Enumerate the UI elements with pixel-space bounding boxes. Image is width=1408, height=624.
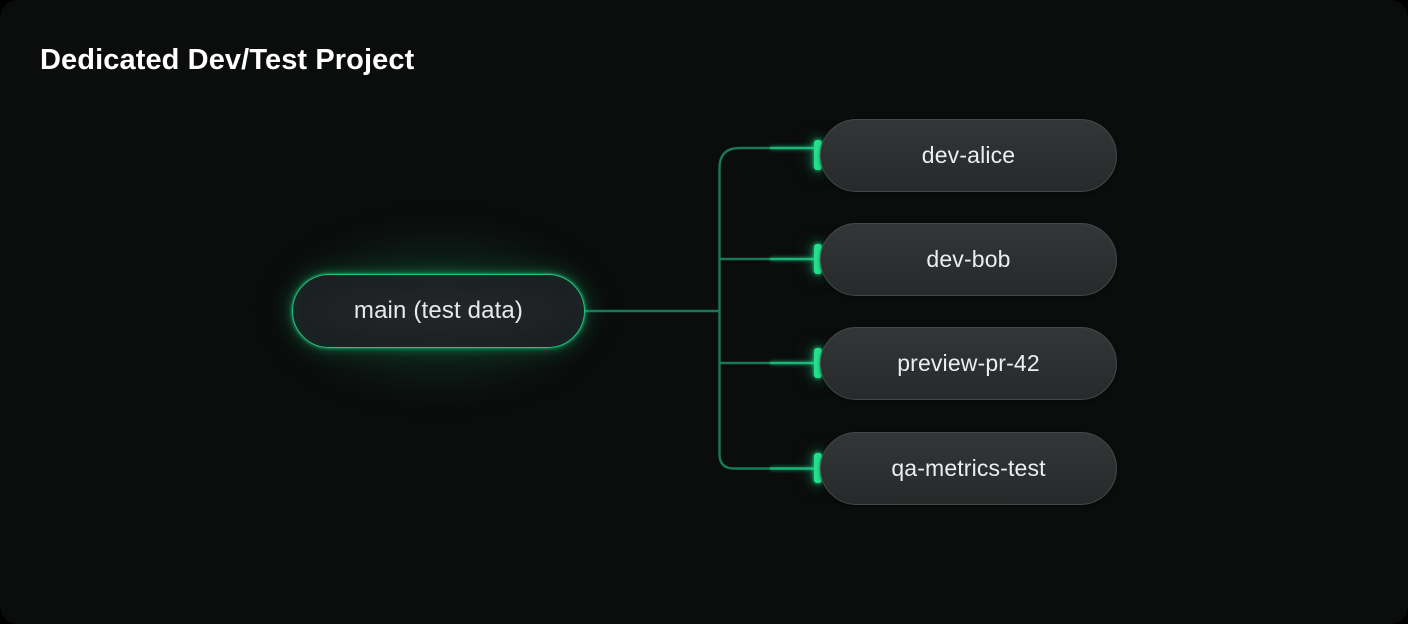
connector-branch-3	[718, 453, 816, 470]
node-child-label: qa-metrics-test	[891, 455, 1046, 481]
node-child-label: preview-pr-42	[897, 350, 1040, 376]
node-child-qa-metrics-test[interactable]: qa-metrics-test	[820, 432, 1117, 505]
page-title: Dedicated Dev/Test Project	[40, 44, 415, 76]
node-child-label: dev-bob	[926, 246, 1011, 272]
node-child-preview-pr-42[interactable]: preview-pr-42	[820, 327, 1117, 400]
connector-branch-0	[718, 146, 816, 169]
node-root-label: main (test data)	[353, 297, 524, 324]
node-child-dev-alice[interactable]: dev-alice	[820, 119, 1117, 192]
node-root-main[interactable]: main (test data)	[292, 274, 585, 348]
node-child-dev-bob[interactable]: dev-bob	[820, 223, 1117, 296]
node-child-label: dev-alice	[921, 142, 1016, 168]
